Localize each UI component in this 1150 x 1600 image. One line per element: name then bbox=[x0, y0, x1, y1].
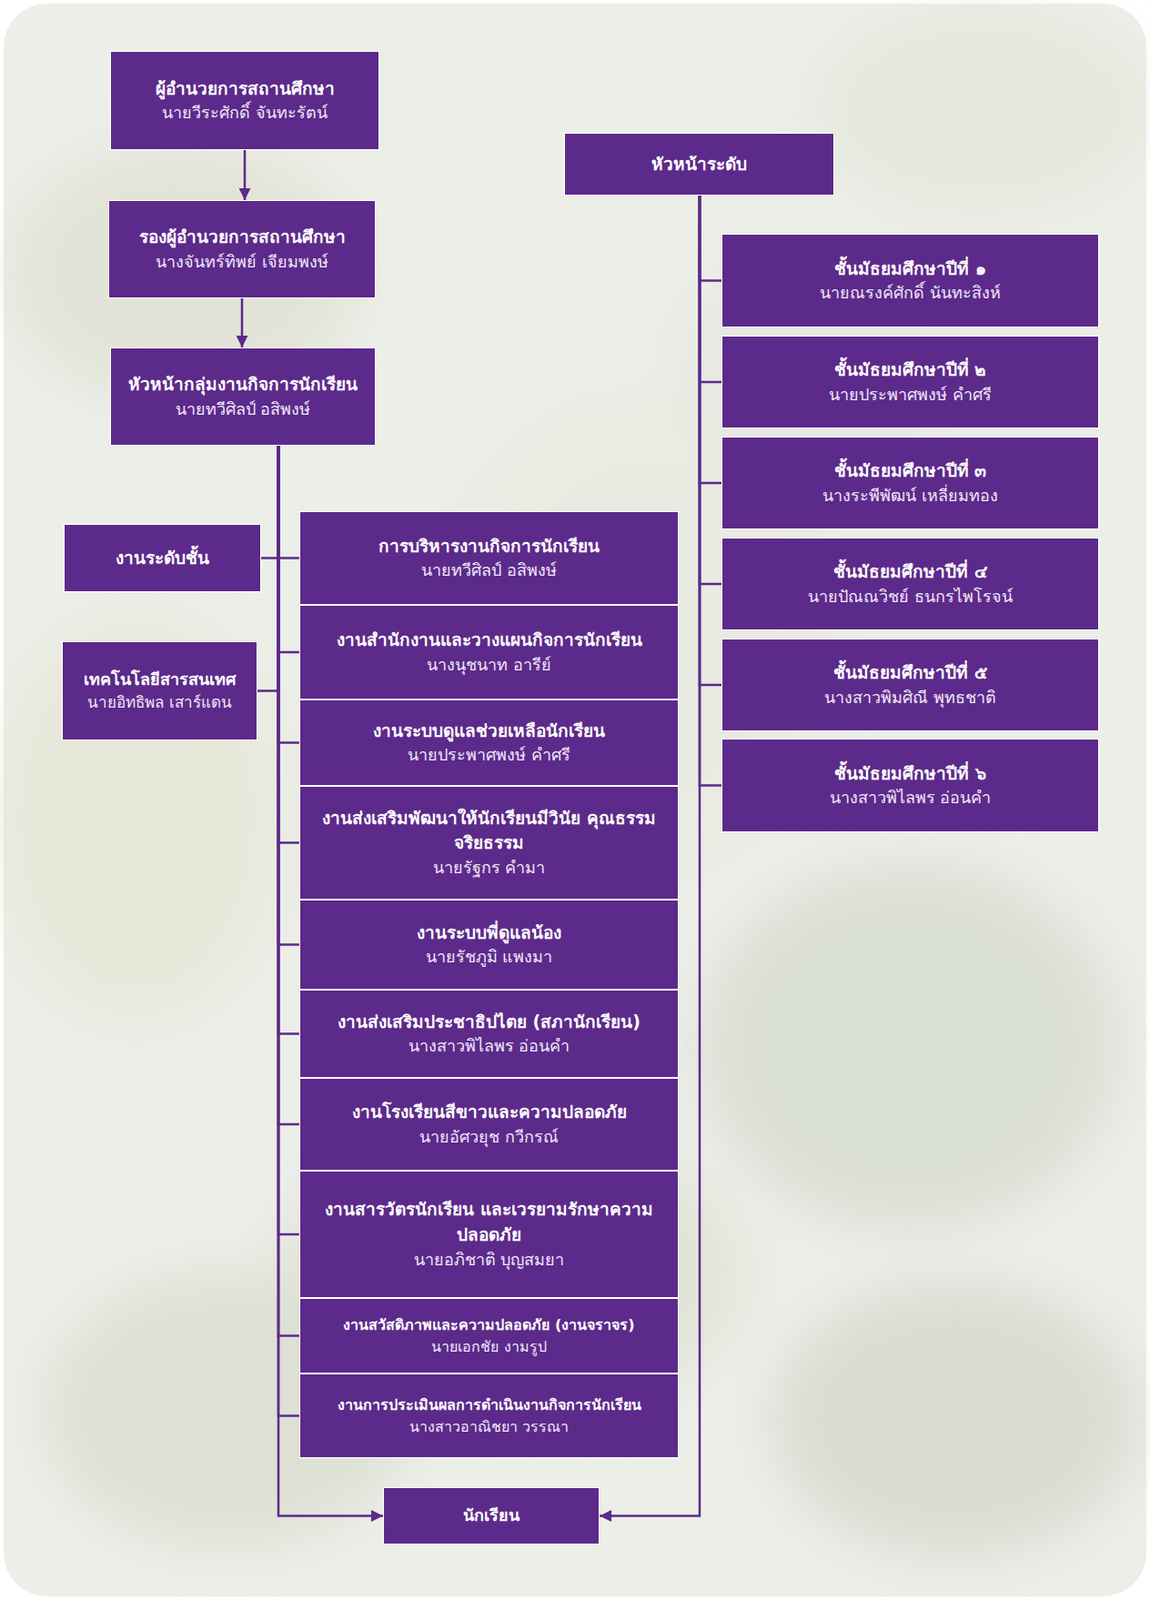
connector bbox=[278, 445, 300, 1337]
box-heading: เทคโนโลยีสารสนเทศ bbox=[83, 667, 236, 692]
person-name: นายประพาศพงษ์ คำศรี bbox=[828, 383, 992, 407]
org-box: งานส่งเสริมประชาธิปไตย (สภานักเรียน)นางส… bbox=[299, 989, 679, 1079]
box-heading: งานส่งเสริมพัฒนาให้นักเรียนมีวินัย คุณธร… bbox=[309, 806, 669, 857]
connector bbox=[699, 195, 722, 484]
org-box: หัวหน้าระดับ bbox=[564, 132, 835, 196]
org-box: ชั้นมัธยมศึกษาปีที่ ๒นายประพาศพงษ์ คำศรี bbox=[721, 335, 1100, 429]
org-box: งานสำนักงานและวางแผนกิจการนักเรียนนางนุช… bbox=[299, 605, 679, 700]
connector bbox=[699, 195, 722, 585]
box-heading: งานโรงเรียนสีขาวและความปลอดภัย bbox=[352, 1099, 627, 1126]
box-heading: งานส่งเสริมประชาธิปไตย (สภานักเรียน) bbox=[337, 1009, 641, 1036]
connector bbox=[278, 445, 300, 744]
person-name: นางสาวพิไลพร อ่อนคำ bbox=[829, 786, 992, 810]
box-heading: งานการประเมินผลการดำเนินงานกิจการนักเรีย… bbox=[337, 1394, 642, 1416]
box-heading: งานสำนักงานและวางแผนกิจการนักเรียน bbox=[336, 627, 643, 654]
person-name: นายปัณณวิชย์ ธนกรไพโรจน์ bbox=[807, 585, 1013, 609]
box-heading: นักเรียน bbox=[463, 1503, 520, 1528]
person-name: นายทวีศิลป์ อสิพงษ์ bbox=[421, 558, 557, 583]
person-name: นายประพาศพงษ์ คำศรี bbox=[407, 743, 571, 767]
person-name: นางสาวพิไลพร อ่อนคำ bbox=[408, 1034, 571, 1059]
person-name: นางนุชนาท อารีย์ bbox=[426, 653, 552, 677]
connector bbox=[261, 445, 279, 559]
person-name: นายอัศวยุช กวีกรณ์ bbox=[419, 1125, 559, 1150]
org-box: งานระดับชั้น bbox=[63, 524, 262, 593]
person-name: นางสาวพิมศิณี พุทธชาติ bbox=[824, 685, 997, 710]
box-heading: ชั้นมัธยมศึกษาปีที่ ๖ bbox=[834, 761, 987, 787]
org-box: ชั้นมัธยมศึกษาปีที่ ๑นายณรงค์ศักดิ์ นันท… bbox=[721, 233, 1100, 328]
person-name: นายทวีศิลป์ อสิพงษ์ bbox=[175, 397, 312, 422]
org-box: งานระบบพี่ดูแลน้องนายรัชภูมิ แพงมา bbox=[299, 899, 679, 990]
org-box: การบริหารงานกิจการนักเรียนนายทวีศิลป์ อส… bbox=[299, 511, 679, 606]
org-box: หัวหน้ากลุ่มงานกิจการนักเรียนนายทวีศิลป์… bbox=[110, 347, 376, 446]
org-box: งานสารวัตรนักเรียน และเวรยามรักษาความปลอ… bbox=[299, 1170, 679, 1299]
box-heading: ชั้นมัธยมศึกษาปีที่ ๔ bbox=[833, 559, 988, 586]
org-box: ชั้นมัธยมศึกษาปีที่ ๕นางสาวพิมศิณี พุทธช… bbox=[721, 638, 1100, 732]
connector bbox=[699, 195, 722, 686]
connector bbox=[278, 445, 300, 1235]
connector bbox=[243, 150, 247, 201]
box-heading: ชั้นมัธยมศึกษาปีที่ ๓ bbox=[834, 458, 988, 485]
box-heading: งานสวัสดิภาพและความปลอดภัย (งานจราจร) bbox=[342, 1314, 635, 1336]
connector bbox=[278, 445, 300, 1125]
org-box: ชั้นมัธยมศึกษาปีที่ ๓นางระพีพัฒน์ เหลี่ย… bbox=[721, 436, 1100, 530]
blurred-foliage bbox=[0, 9, 1147, 1556]
connector bbox=[278, 445, 300, 946]
box-heading: งานระบบพี่ดูแลน้อง bbox=[416, 920, 562, 947]
connector bbox=[241, 298, 244, 348]
box-heading: หัวหน้าระดับ bbox=[651, 151, 747, 178]
person-name: นายวีระศักดิ์ จันทะรัตน์ bbox=[161, 100, 328, 125]
org-box: รองผู้อำนวยการสถานศึกษานางจันทร์ทิพย์ เจ… bbox=[108, 200, 376, 299]
org-box: งานส่งเสริมพัฒนาให้นักเรียนมีวินัย คุณธร… bbox=[299, 786, 679, 900]
org-box: งานการประเมินผลการดำเนินงานกิจการนักเรีย… bbox=[299, 1373, 679, 1459]
person-name: นายอภิชาติ บุญสมยา bbox=[413, 1248, 565, 1272]
person-name: นายรัชภูมิ แพงมา bbox=[425, 945, 554, 969]
box-heading: ผู้อำนวยการสถานศึกษา bbox=[155, 76, 335, 102]
box-heading: ชั้นมัธยมศึกษาปีที่ ๑ bbox=[834, 256, 987, 283]
org-box: เทคโนโลยีสารสนเทศนายอิทธิพล เสาร์แดน bbox=[61, 641, 258, 741]
connector bbox=[278, 445, 300, 559]
person-name: นายรัฐกร คำมา bbox=[433, 856, 546, 880]
box-heading: งานระดับชั้น bbox=[115, 545, 210, 572]
person-name: นายเอกชัย งามรูป bbox=[431, 1336, 546, 1358]
org-box: งานสวัสดิภาพและความปลอดภัย (งานจราจร)นาย… bbox=[299, 1298, 679, 1374]
connector bbox=[278, 445, 300, 1417]
person-name: นางสาวอาณิชยา วรรณา bbox=[409, 1416, 569, 1438]
box-heading: รองผู้อำนวยการสถานศึกษา bbox=[139, 224, 346, 251]
person-name: นางจันทร์ทิพย์ เจียมพงษ์ bbox=[155, 250, 329, 274]
connector bbox=[699, 195, 722, 383]
org-box: นักเรียน bbox=[383, 1487, 600, 1545]
box-heading: งานสารวัตรนักเรียน และเวรยามรักษาความปลอ… bbox=[309, 1197, 669, 1248]
connector bbox=[278, 445, 300, 1035]
box-heading: ชั้นมัธยมศึกษาปีที่ ๒ bbox=[834, 357, 988, 384]
org-box: งานโรงเรียนสีขาวและความปลอดภัยนายอัศวยุช… bbox=[299, 1078, 679, 1171]
person-name: นายณรงค์ศักดิ์ นันทะสิงห์ bbox=[819, 281, 1001, 305]
connector bbox=[699, 195, 722, 282]
connector bbox=[278, 445, 300, 653]
person-name: นายอิทธิพล เสาร์แดน bbox=[87, 691, 232, 715]
box-heading: การบริหารงานกิจการนักเรียน bbox=[378, 534, 600, 560]
org-box: งานระบบดูแลช่วยเหลือนักเรียนนายประพาศพงษ… bbox=[299, 699, 679, 787]
org-box: ชั้นมัธยมศึกษาปีที่ ๖นางสาวพิไลพร อ่อนคำ bbox=[721, 738, 1100, 833]
person-name: นางระพีพัฒน์ เหลี่ยมทอง bbox=[822, 484, 999, 508]
org-box: ผู้อำนวยการสถานศึกษานายวีระศักดิ์ จันทะร… bbox=[110, 50, 380, 151]
box-heading: หัวหน้ากลุ่มงานกิจการนักเรียน bbox=[128, 372, 358, 398]
org-box: ชั้นมัธยมศึกษาปีที่ ๔นายปัณณวิชย์ ธนกรไพ… bbox=[721, 537, 1100, 631]
connector bbox=[278, 445, 300, 844]
box-heading: ชั้นมัธยมศึกษาปีที่ ๕ bbox=[833, 660, 988, 686]
connector bbox=[699, 195, 722, 787]
box-heading: งานระบบดูแลช่วยเหลือนักเรียน bbox=[373, 718, 606, 745]
